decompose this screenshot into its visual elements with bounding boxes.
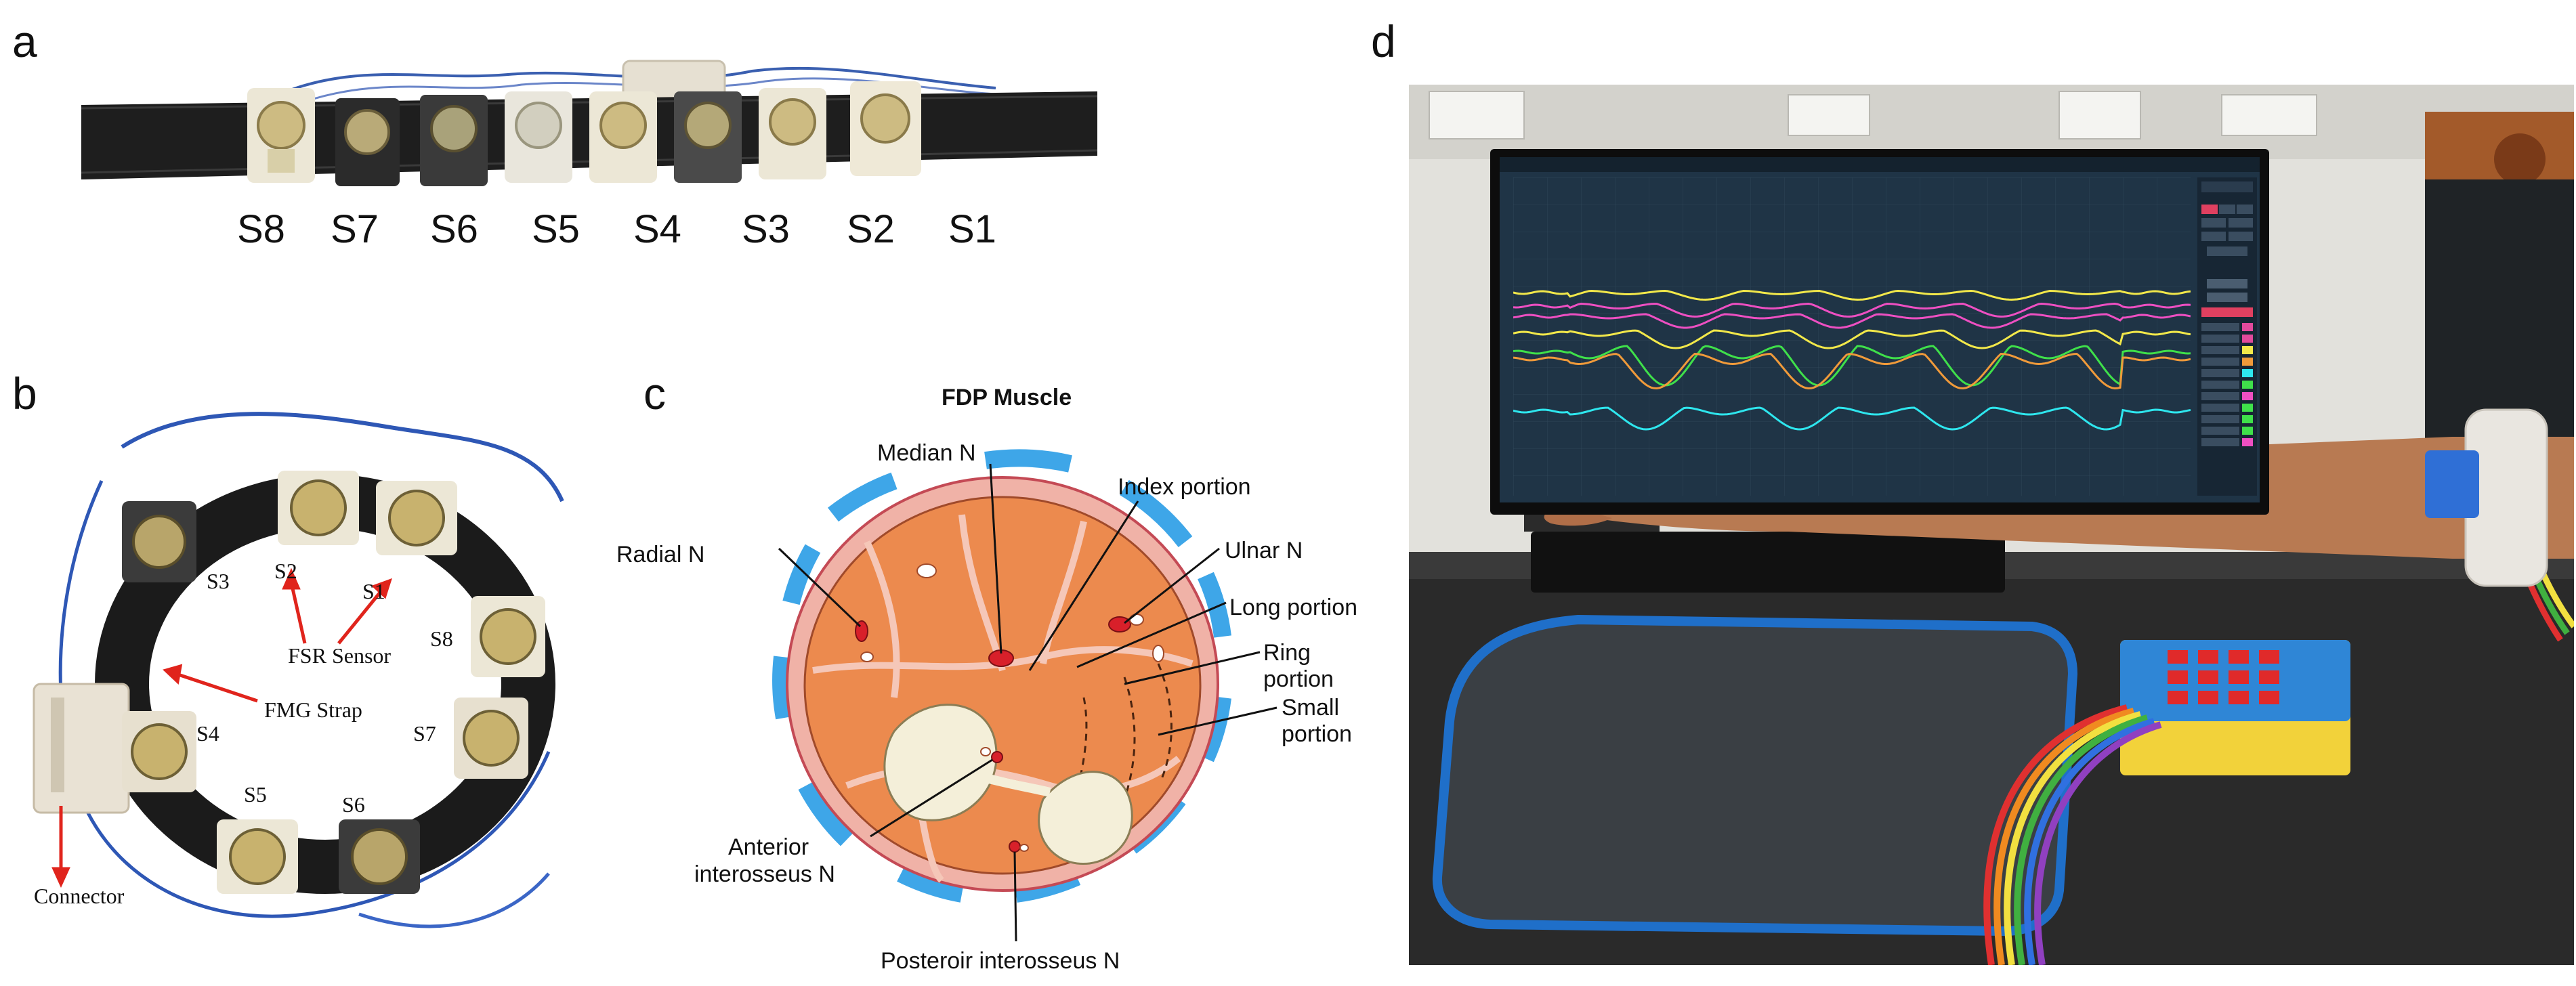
panel-letter-c: c xyxy=(643,368,666,419)
sensor-label-s7: S7 xyxy=(331,207,379,251)
interosseous-membrane xyxy=(988,774,1051,797)
app-control-panel xyxy=(2197,177,2257,496)
sensor-label-s1: S1 xyxy=(948,207,996,251)
band-sensor-s8 xyxy=(471,596,545,677)
sensor-module-s2 xyxy=(759,88,826,179)
band-sensor-s2 xyxy=(278,471,359,545)
sensor-module-s7 xyxy=(335,98,400,186)
band-label-s6: S6 xyxy=(342,792,365,817)
vessels xyxy=(860,563,1164,852)
band-sensor-s7 xyxy=(454,698,528,779)
app-toolbar xyxy=(1500,157,2260,172)
band-sensor-s3 xyxy=(122,501,196,582)
panel-letter-b: b xyxy=(12,368,37,419)
band-sensor-s6 xyxy=(339,819,420,894)
leader-lines xyxy=(778,463,1278,942)
monitor-screen xyxy=(1500,157,2260,502)
signal-trace xyxy=(1513,302,2191,318)
panel-b-band-photo: S1 S2 S3 S4 S5 S6 S7 S8 FSR Sensor FMG S… xyxy=(20,400,616,955)
band-sensor-s1 xyxy=(376,481,457,555)
sensor-module-s5 xyxy=(505,91,572,183)
label-long-portion: Long portion xyxy=(1229,595,1358,620)
sensor-label-s3: S3 xyxy=(742,207,790,251)
monitor xyxy=(1490,149,2269,515)
panel-letter-a: a xyxy=(12,16,37,66)
label-ring-portion: Ring portion xyxy=(1263,640,1334,692)
ulnar-nerve xyxy=(1108,616,1131,633)
anatomy-title: FDP Muscle xyxy=(942,385,1072,410)
band-label-s7: S7 xyxy=(413,721,436,746)
label-index-portion: Index portion xyxy=(1118,474,1251,500)
sensor-label-row: S8 S7 S6 S5 S4 S3 S2 S1 xyxy=(75,207,1104,261)
band-label-s5: S5 xyxy=(244,782,267,807)
panel-letter-d: d xyxy=(1371,16,1396,66)
radius-bone xyxy=(883,704,998,821)
sensor-label-s5: S5 xyxy=(532,207,580,251)
label-posterior-interosseus: Posteroir interosseus N xyxy=(881,948,1120,974)
band-ring-figure xyxy=(33,412,564,928)
anterior-interosseus-nerve xyxy=(991,751,1003,763)
signal-trace xyxy=(1513,313,2191,329)
anatomy-labels: FDP Muscle Median N Index portion Radial… xyxy=(610,379,1375,975)
band-label-s1: S1 xyxy=(362,579,385,603)
signal-trace xyxy=(1513,329,2191,349)
band-label-s3: S3 xyxy=(207,569,230,593)
band-sensor-s5 xyxy=(217,819,298,894)
fdp-cross-section xyxy=(772,449,1278,942)
label-anterior-line2: interosseus N xyxy=(694,861,835,887)
band-sensor-s4 xyxy=(122,711,196,792)
signal-trace xyxy=(1513,406,2191,431)
control-panel-widgets xyxy=(2201,181,2253,446)
band-label-s4: S4 xyxy=(196,721,219,746)
label-median-n: Median N xyxy=(877,440,976,466)
ulna-bone xyxy=(1038,771,1133,865)
sensor-module-s6 xyxy=(420,95,488,186)
label-small-portion: Small portion xyxy=(1282,695,1352,747)
signal-trace xyxy=(1513,289,2191,301)
sensor-label-s4: S4 xyxy=(633,207,681,251)
sensor-module-s1 xyxy=(850,81,921,176)
signal-trace xyxy=(1513,345,2191,387)
label-anterior-line1: Anterior xyxy=(728,834,809,860)
signal-trace xyxy=(1513,352,2191,390)
connector-label: Connector xyxy=(34,884,125,908)
signal-plot xyxy=(1513,177,2191,496)
fmg-strap-label: FMG Strap xyxy=(264,698,362,722)
sensor-modules xyxy=(247,81,921,186)
band-annotation-arrows xyxy=(51,567,392,888)
panel-d-setup-photo xyxy=(1409,85,2574,965)
sensor-module-s4 xyxy=(589,91,657,183)
band-labels: S1 S2 S3 S4 S5 S6 S7 S8 FSR Sensor FMG S… xyxy=(20,400,616,955)
sensor-module-s3 xyxy=(674,91,742,183)
fsr-sensor-label: FSR Sensor xyxy=(288,643,392,668)
sensor-label-s2: S2 xyxy=(847,207,895,251)
sensor-label-s6: S6 xyxy=(430,207,478,251)
sensor-label-s8: S8 xyxy=(237,207,285,251)
band-label-s8: S8 xyxy=(430,626,453,651)
sensor-module-s8 xyxy=(247,88,315,183)
band-sensor-modules xyxy=(51,471,545,894)
label-ulnar-n: Ulnar N xyxy=(1225,538,1303,563)
label-radial-n: Radial N xyxy=(616,542,705,567)
panel-a-strap-photo: S8 S7 S6 S5 S4 S3 S2 S1 xyxy=(75,54,1104,298)
panel-c-anatomy: FDP Muscle Median N Index portion Radial… xyxy=(610,379,1375,975)
band-label-s2: S2 xyxy=(274,559,297,583)
